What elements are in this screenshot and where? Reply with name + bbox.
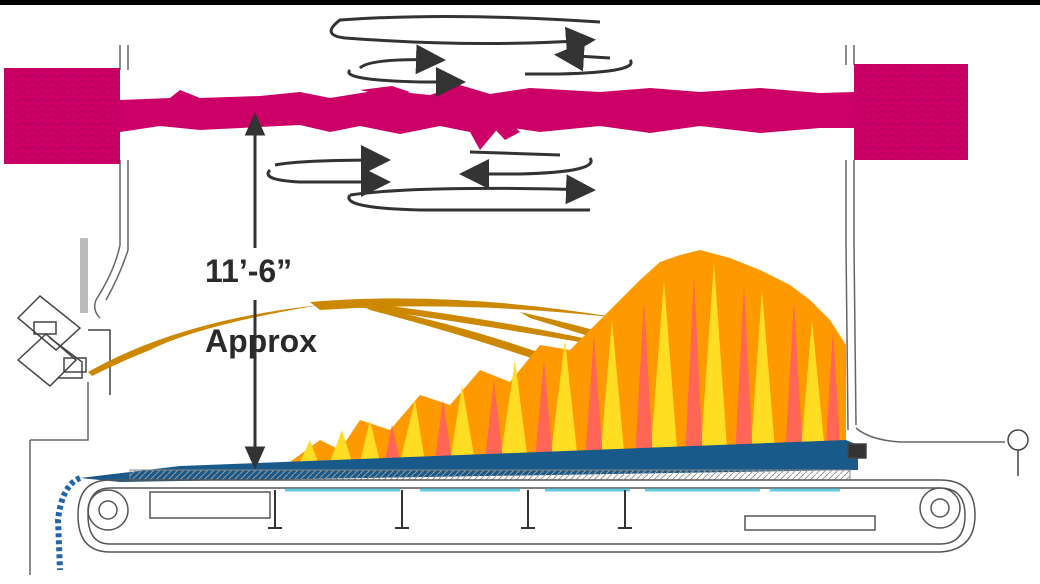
ash-discharge	[54, 475, 82, 571]
air-inlet-box-right	[854, 64, 968, 160]
grate-chain	[77, 479, 976, 553]
double-headed-arrow-icon	[244, 112, 266, 470]
air-inlet-box-left	[4, 68, 120, 164]
grate-supports	[268, 490, 632, 529]
rear-control	[847, 429, 1029, 476]
flame-bed	[290, 250, 846, 462]
height-value-label: 11’-6”	[205, 253, 292, 289]
height-qualifier-label: Approx	[205, 323, 317, 359]
top-bar	[0, 0, 1040, 5]
furnace-walls	[29, 45, 1005, 575]
air-jets	[120, 80, 856, 150]
grate-surface	[129, 469, 851, 481]
circulation-arrows	[266, 14, 633, 212]
fuel-feeder	[16, 238, 111, 395]
